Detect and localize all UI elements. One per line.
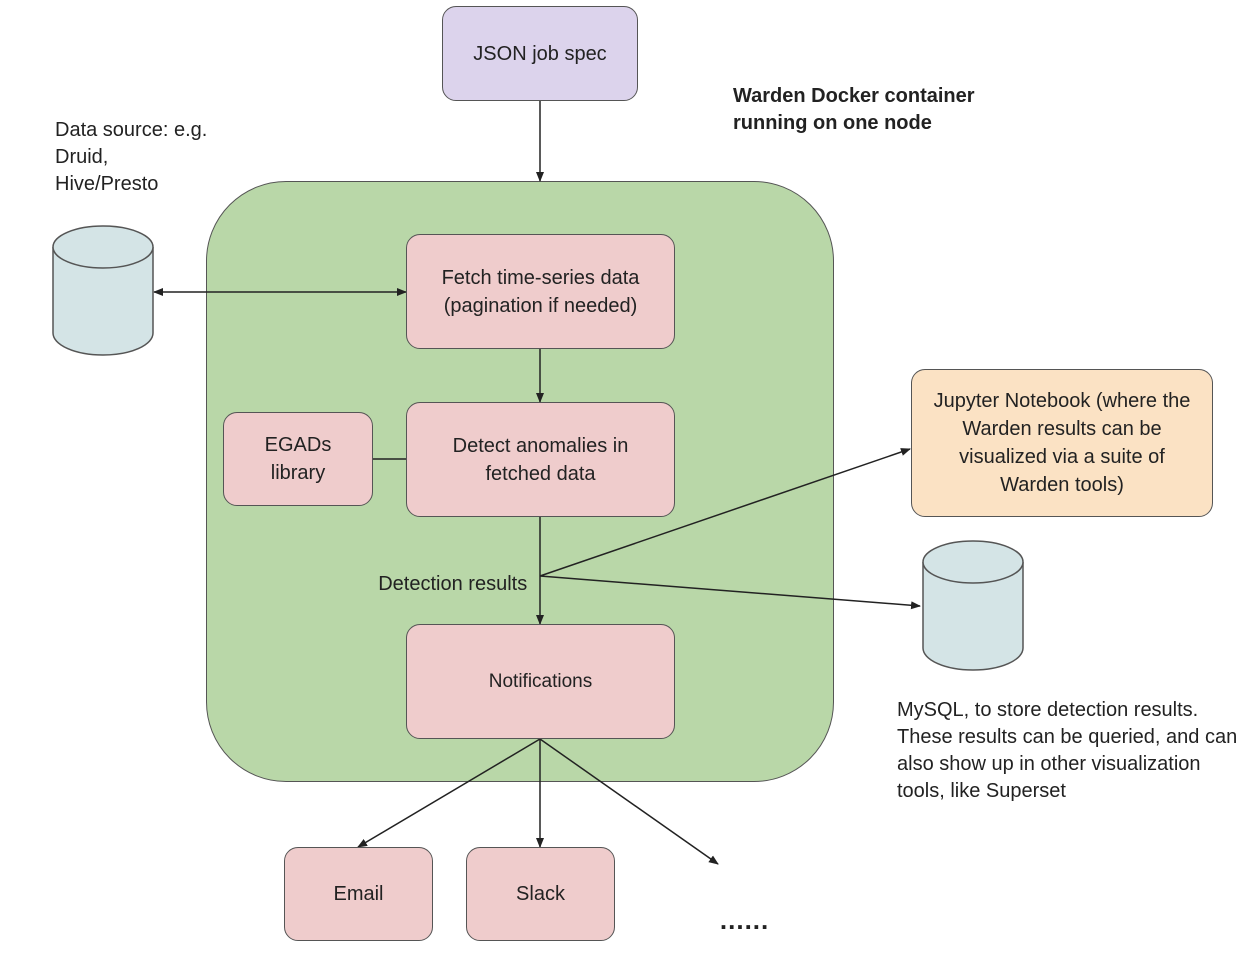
email-box: Email xyxy=(284,847,433,941)
arrow-results-to-mysql xyxy=(539,575,921,610)
more-channels-ellipsis: ...... xyxy=(719,905,770,935)
data-source-label: Data source: e.g. Druid, Hive/Presto xyxy=(55,119,208,195)
fetch-data-box: Fetch time-series data (pagination if ne… xyxy=(406,234,675,349)
notifications-label: Notifications xyxy=(488,670,593,692)
detection-results-label: Detection results xyxy=(378,573,528,595)
detect-anomalies-box: Detect anomalies in fetched data xyxy=(406,402,675,517)
jupyter-notebook-label: Jupyter Notebook (where the Warden resul… xyxy=(933,390,1191,496)
notifications-box: Notifications xyxy=(406,624,675,739)
database-cylinder-icon xyxy=(52,225,154,356)
jupyter-notebook-box: Jupyter Notebook (where the Warden resul… xyxy=(911,369,1213,517)
mysql-label: MySQL, to store detection results. These… xyxy=(897,699,1238,802)
egads-library-box: EGADs library xyxy=(223,412,373,506)
arrow-notifications-to-more xyxy=(539,738,719,865)
slack-box: Slack xyxy=(466,847,615,941)
container-title: Warden Docker container running on one n… xyxy=(733,85,975,134)
arrow-notifications-to-email xyxy=(357,738,541,848)
arrow-results-to-jupyter xyxy=(539,448,911,577)
email-label: Email xyxy=(333,883,384,905)
detect-anomalies-label: Detect anomalies in fetched data xyxy=(452,434,629,485)
egads-library-label: EGADs library xyxy=(264,434,332,484)
json-job-spec-box: JSON job spec xyxy=(442,6,638,101)
database-cylinder-icon xyxy=(922,540,1024,671)
slack-label: Slack xyxy=(516,883,565,905)
fetch-data-label: Fetch time-series data (pagination if ne… xyxy=(441,266,640,317)
json-job-spec-label: JSON job spec xyxy=(473,42,607,65)
